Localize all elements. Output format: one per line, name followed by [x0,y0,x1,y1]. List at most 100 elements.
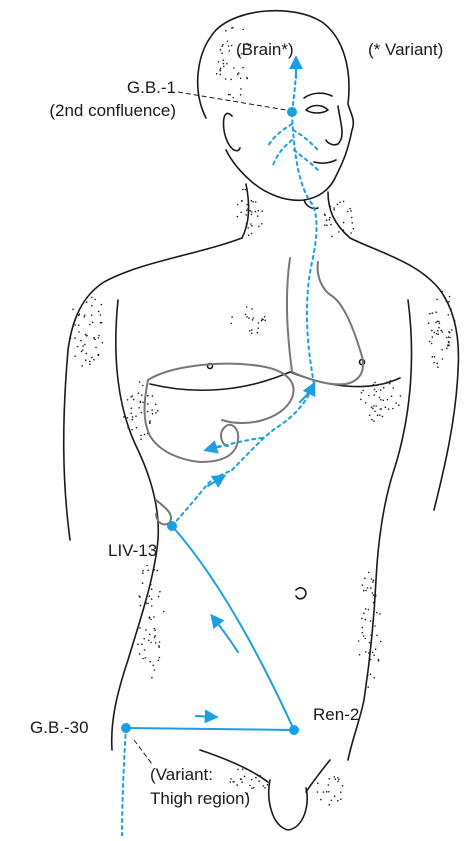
stipple-dot [261,210,263,212]
stipple-dot [257,215,259,217]
stipple-dot [142,572,144,574]
stipple-dot [448,336,450,338]
stipple-dot [251,233,253,235]
channel-heart-throat [307,204,317,384]
stipple-dot [251,333,253,335]
stipple-dot [373,405,375,407]
stipple-dot [244,776,246,778]
torso-left [112,300,159,750]
stipple-dot [153,616,155,618]
channel-liver-heart [232,384,314,470]
stipple-dot [228,94,230,96]
stipple-dot [130,396,132,398]
stipple-dot [223,66,225,68]
stipple-dot [450,308,452,310]
stipple-dot [395,402,397,404]
channel-face-branch-a [268,124,292,146]
stipple-dot [258,780,260,782]
stipple-dot [140,401,142,403]
stipple-dot [373,384,375,386]
stipple-dot [367,675,369,677]
stipple-dot [98,311,100,313]
stipple-dot [365,651,367,653]
stipple-dot [246,306,248,308]
stipple-dot [151,409,153,411]
stipple-dot [231,316,233,318]
stipple-dot [158,596,160,598]
stipple-dot [246,316,248,318]
leader-gb1 [178,92,286,110]
stipple-dot [454,320,456,322]
label-gb1-sub: (2nd confluence) [20,101,176,121]
liver-upper [148,364,294,423]
stipple-dot [246,223,248,225]
stipple-dot [223,59,225,61]
stipple-dot [154,569,156,571]
stipple-dot [370,634,372,636]
stipple-dot [373,580,375,582]
label-liv13: LIV-13 [108,541,157,561]
stipple-dot [373,420,375,422]
stipple-dot [135,415,137,417]
stipple-dot [147,403,149,405]
stipple-dot [147,569,149,571]
stipple-dot [142,658,144,660]
stipple-shading [70,27,456,806]
stipple-dot [367,587,369,589]
stipple-dot [369,414,371,416]
point-gb1-dot [287,107,297,117]
stipple-dot [446,337,448,339]
stipple-dot [70,337,72,339]
stipple-dot [95,347,97,349]
stipple-dot [74,337,76,339]
stipple-dot [155,642,157,644]
stipple-dot [142,582,144,584]
stipple-dot [264,316,266,318]
stipple-dot [237,769,239,771]
stipple-dot [74,355,76,357]
stipple-dot [362,632,364,634]
stipple-dot [358,640,360,642]
stipple-dot [237,74,239,76]
gallbladder [156,500,171,524]
stipple-dot [431,330,433,332]
stipple-dot [362,390,364,392]
stipple-dot [152,413,154,415]
stipple-dot [360,399,362,401]
stipple-dot [328,784,330,786]
channel-throat-face [292,112,312,204]
stipple-dot [252,319,254,321]
stipple-dot [246,188,248,190]
stipple-dot [221,46,223,48]
stipple-dot [139,381,141,383]
stipple-dot [246,78,248,80]
stipple-dot [131,429,133,431]
stipple-dot [242,29,244,31]
stipple-dot [337,800,339,802]
stipple-dot [252,201,254,203]
channel-pathway [122,58,318,836]
stipple-dot [363,635,365,637]
stipple-dot [375,596,377,598]
stipple-dot [253,317,255,319]
arrow-heart [300,384,314,402]
stipple-dot [330,224,332,226]
stipple-dot [144,649,146,651]
stipple-dot [351,217,353,219]
stipple-dot [246,209,248,211]
stipple-dot [433,362,435,364]
stipple-dot [152,665,154,667]
eyebrow [304,93,332,98]
stipple-dot [100,314,102,316]
stipple-dot [84,344,86,346]
stipple-dot [149,661,151,663]
stipple-dot [440,330,442,332]
stipple-dot [132,419,134,421]
stipple-dot [81,351,83,353]
stipple-dot [326,224,328,226]
stipple-dot [82,349,84,351]
stipple-dot [146,602,148,604]
stipple-dot [262,319,264,321]
stipple-dot [150,584,152,586]
